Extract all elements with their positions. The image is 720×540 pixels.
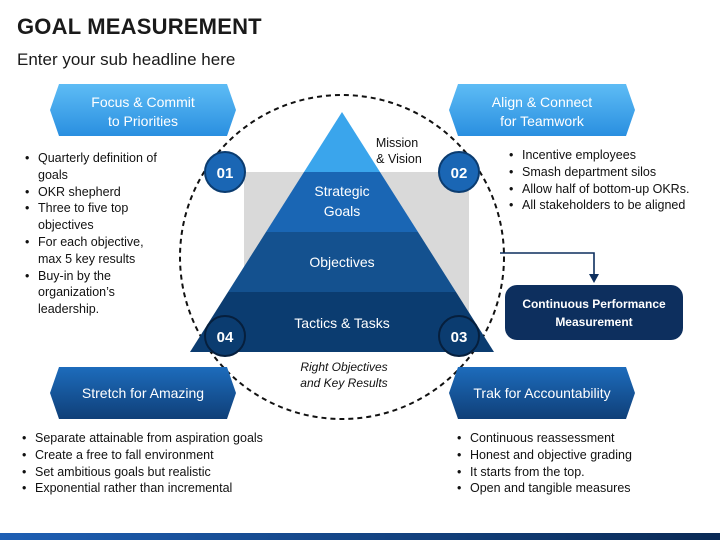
strategic-goals-line1: Strategic [314, 183, 369, 199]
pyramid-layer-strategic-goals [266, 172, 418, 232]
list-item: Buy-in by the [22, 268, 202, 285]
bullets-stretch-amazing: Separate attainable from aspiration goal… [19, 430, 319, 497]
label-align-connect-line2: for Teamwork [500, 113, 585, 129]
list-item-cont: leadership. [38, 302, 100, 317]
cpm-line2: Measurement [555, 315, 632, 329]
list-item-cont: organization’s [38, 285, 115, 300]
label-focus-commit: Focus & Commit to Priorities [50, 84, 236, 136]
label-focus-commit-line2: to Priorities [108, 113, 178, 129]
list-item: Continuous reassessment [454, 430, 704, 447]
caption-line1: Right Objectives [300, 360, 387, 374]
mission-label-line2: & Vision [376, 152, 422, 166]
mission-label-line1: Mission [376, 136, 418, 150]
page-title: GOAL MEASUREMENT [17, 14, 262, 39]
pyramid-layer-tactics [190, 292, 494, 352]
list-item: Set ambitious goals but realistic [19, 464, 319, 481]
badge-04: 04 [204, 315, 246, 357]
bullets-align-connect: Incentive employees Smash department sil… [506, 147, 716, 214]
strategic-goals-line2: Goals [324, 203, 361, 219]
continuous-performance-box: Continuous Performance Measurement [505, 285, 683, 340]
list-item: Quarterly definition of [22, 150, 202, 167]
list-item: Three to five top [22, 200, 202, 217]
list-item-cont: goals [38, 167, 68, 182]
bottom-accent-bar [0, 533, 720, 540]
list-item: Incentive employees [506, 147, 716, 164]
label-focus-commit-line1: Focus & Commit [91, 94, 195, 110]
bullets-focus-commit: Quarterly definition of goals OKR shephe… [22, 150, 202, 318]
list-item: Exponential rather than incremental [19, 480, 319, 497]
pyramid-apex-mission [304, 112, 380, 172]
list-item: Open and tangible measures [454, 480, 704, 497]
cpm-line1: Continuous Performance [522, 297, 666, 311]
list-item: Separate attainable from aspiration goal… [19, 430, 319, 447]
list-item: Honest and objective grading [454, 447, 704, 464]
bullets-trak-accountability: Continuous reassessment Honest and objec… [454, 430, 704, 497]
page-subtitle: Enter your sub headline here [17, 50, 236, 69]
caption-line2: and Key Results [300, 376, 387, 390]
list-item: Create a free to fall environment [19, 447, 319, 464]
list-item-cont: objectives [38, 218, 94, 233]
label-stretch-amazing-text: Stretch for Amazing [82, 385, 204, 401]
list-item: For each objective, [22, 234, 202, 251]
label-align-connect-line1: Align & Connect [492, 94, 593, 110]
list-item: Allow half of bottom-up OKRs. [506, 181, 716, 198]
dashed-cycle-circle [179, 94, 505, 420]
label-stretch-amazing: Stretch for Amazing [50, 367, 236, 419]
badge-03-number: 03 [451, 329, 468, 346]
list-item: Smash department silos [506, 164, 716, 181]
pyramid-layer-objectives [228, 232, 456, 292]
label-trak-accountability: Trak for Accountability [449, 367, 635, 419]
label-trak-accountability-text: Trak for Accountability [473, 385, 610, 401]
list-item-cont: max 5 key results [38, 251, 136, 266]
connector-line [500, 252, 595, 276]
list-item: All stakeholders to be aligned [506, 197, 716, 214]
badge-04-number: 04 [217, 329, 234, 346]
objectives-label: Objectives [309, 254, 374, 270]
tactics-label: Tactics & Tasks [294, 315, 389, 331]
badge-01-number: 01 [217, 165, 234, 182]
list-item: OKR shepherd [22, 184, 202, 201]
badge-02: 02 [438, 151, 480, 193]
list-item: It starts from the top. [454, 464, 704, 481]
badge-01: 01 [204, 151, 246, 193]
badge-03: 03 [438, 315, 480, 357]
badge-02-number: 02 [451, 165, 468, 182]
connector-arrowhead [589, 274, 599, 283]
label-align-connect: Align & Connect for Teamwork [449, 84, 635, 136]
